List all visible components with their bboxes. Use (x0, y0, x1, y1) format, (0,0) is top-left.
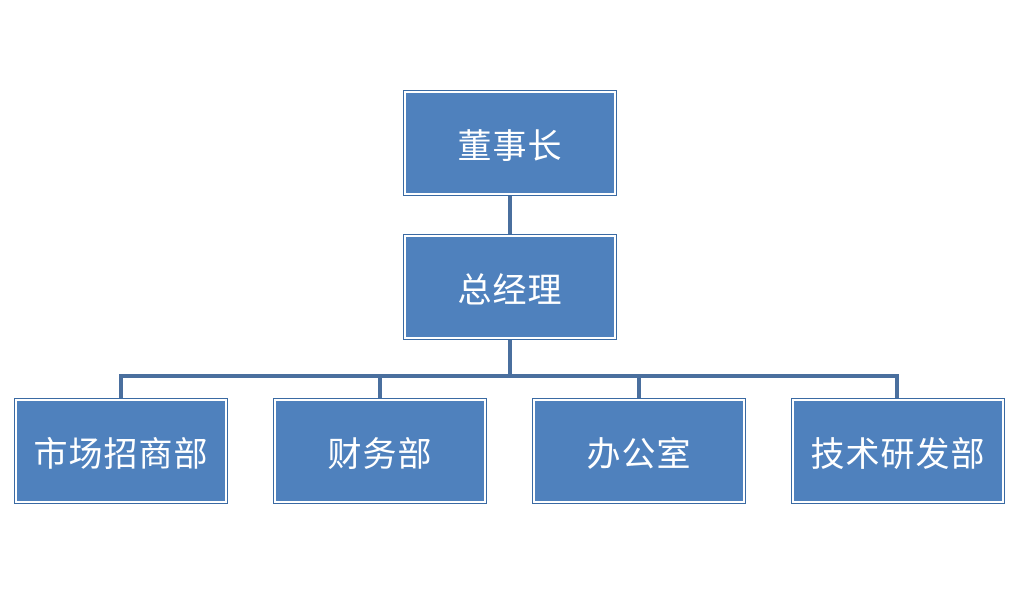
node-general-manager-label: 总经理 (457, 270, 563, 311)
node-chairman-label: 董事长 (457, 126, 563, 167)
node-general-manager: 总经理 (403, 234, 617, 340)
node-department: 财务部 (273, 398, 487, 504)
node-chairman: 董事长 (403, 90, 617, 196)
node-department-label: 办公室 (586, 434, 692, 475)
node-department-label: 财务部 (327, 434, 433, 475)
node-department: 技术研发部 (791, 398, 1005, 504)
node-department: 办公室 (532, 398, 746, 504)
node-department: 市场招商部 (14, 398, 228, 504)
node-department-label: 市场招商部 (33, 434, 209, 475)
node-department-label: 技术研发部 (810, 434, 986, 475)
